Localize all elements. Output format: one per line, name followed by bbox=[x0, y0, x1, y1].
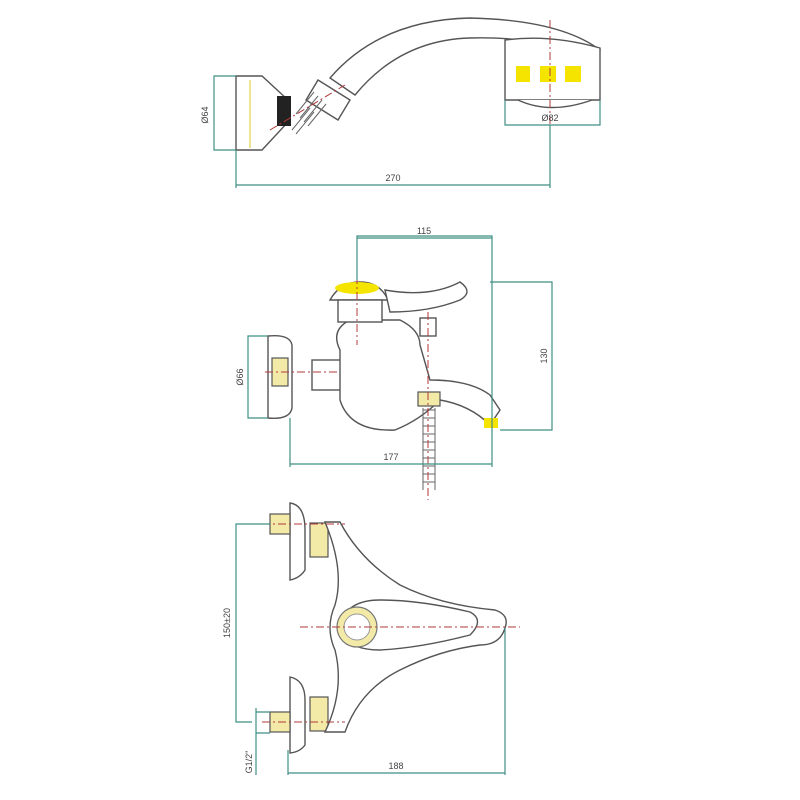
dim-body-depth: 188 bbox=[388, 761, 403, 771]
dim-shower-length: 270 bbox=[385, 173, 400, 183]
mixer-side-dimensions: 115 130 Ø66 177 bbox=[235, 226, 553, 467]
dim-mixer-height: 130 bbox=[539, 348, 549, 363]
hand-shower bbox=[235, 17, 602, 151]
dim-shower-head-diameter: Ø82 bbox=[541, 113, 558, 123]
shower-dimensions: Ø64 Ø82 270 bbox=[200, 75, 601, 188]
dim-thread: G1/2" bbox=[244, 751, 254, 774]
dim-spout-reach: 177 bbox=[383, 452, 398, 462]
mixer-side-view bbox=[265, 260, 501, 500]
dim-spout-width: 115 bbox=[417, 226, 431, 236]
dim-flange-diameter: Ø66 bbox=[235, 368, 245, 385]
dim-inlet-spacing: 150±20 bbox=[222, 608, 232, 638]
mixer-top-view bbox=[262, 502, 520, 754]
mixer-top-dimensions: 150±20 G1/2" 188 bbox=[222, 523, 506, 775]
dim-holder-diameter: Ø64 bbox=[200, 106, 210, 123]
